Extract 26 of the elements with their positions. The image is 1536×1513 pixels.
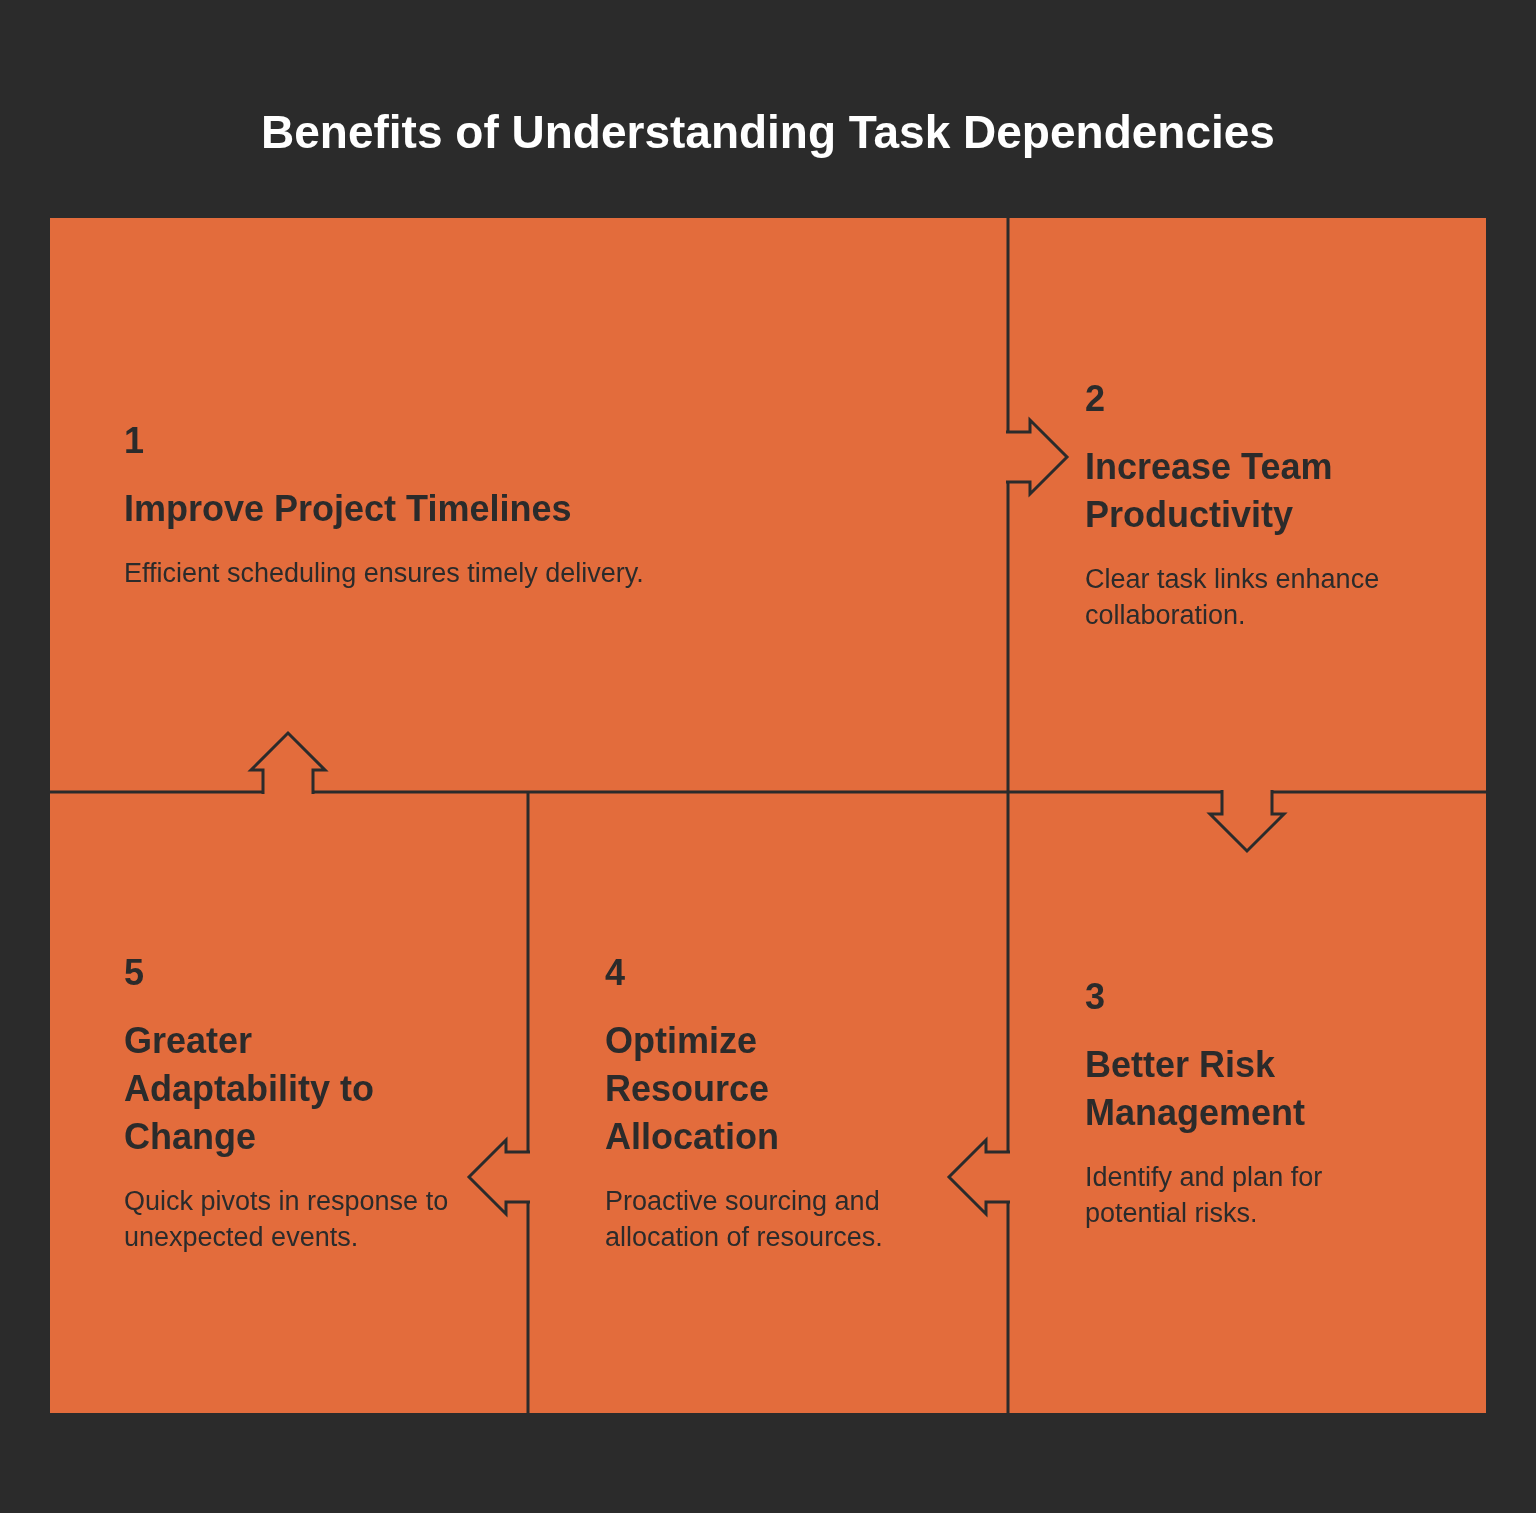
- arrow: [1004, 416, 1070, 498]
- panel-description: Quick pivots in response to unexpected events.: [124, 1184, 450, 1254]
- arrow: [1206, 788, 1288, 854]
- panel-description: Efficient scheduling ensures timely delivery.: [124, 557, 645, 590]
- arrow: [247, 730, 329, 796]
- step-number: 5: [124, 950, 145, 995]
- step-number: 4: [605, 950, 626, 995]
- step-panel: [1008, 218, 1486, 792]
- title: Benefits of Understanding Task Dependencies: [260, 105, 1276, 160]
- panel-heading: Greater Adaptability to Change: [124, 1018, 375, 1159]
- panel-description: Identify and plan for potential risks.: [1085, 1160, 1324, 1230]
- step-number: 2: [1085, 377, 1106, 421]
- step-panel: [1008, 792, 1486, 1413]
- step-panel: [528, 792, 1008, 1413]
- step-number: 3: [1085, 974, 1106, 1019]
- step-panel: [50, 218, 1008, 792]
- step-number: 1: [124, 419, 145, 463]
- arrow: [946, 1136, 1012, 1218]
- panel-description: Clear task links enhance collaboration.: [1085, 563, 1381, 632]
- arrow: [466, 1136, 532, 1218]
- panel-description: Proactive sourcing and allocation of resources.: [605, 1184, 884, 1254]
- panel-heading: Better Risk Management: [1085, 1042, 1307, 1135]
- panel-heading: Improve Project Timelines: [124, 487, 573, 531]
- step-panel: [50, 792, 528, 1413]
- panel-heading: Increase Team Productivity: [1085, 445, 1334, 537]
- panel-heading: Optimize Resource Allocation: [605, 1018, 780, 1159]
